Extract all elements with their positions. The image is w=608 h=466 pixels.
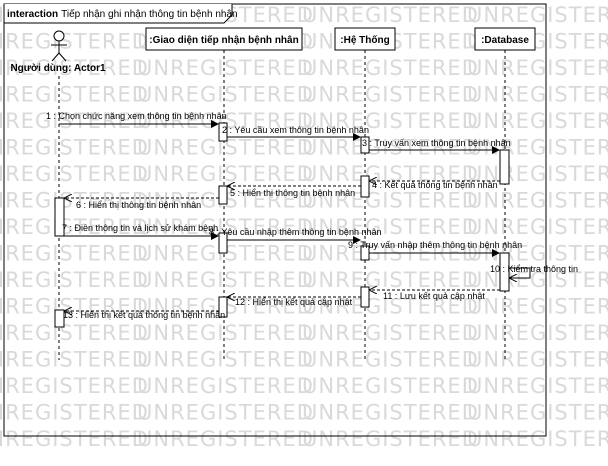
interaction-frame	[3, 3, 547, 437]
message-4-label: 4 : Kết quả thông tin bệnh nhân	[372, 180, 498, 190]
watermark-text: UNREGISTERED	[137, 348, 314, 372]
message-13-label: 13 : Hiển thị kết quả thông tin bệnh nhâ…	[63, 310, 225, 320]
activation-ui-3	[218, 232, 228, 254]
watermark-text: UNREGISTERED	[0, 109, 149, 133]
watermark-text: UNREGISTERED	[302, 215, 479, 239]
watermark-text: UNREGISTERED	[0, 56, 149, 80]
watermark-text: UNREGISTERED	[0, 162, 149, 186]
watermark-text: UNREGISTERED	[302, 427, 479, 451]
activation-sys-1	[360, 136, 370, 154]
watermark-text: UNREGISTERED	[302, 189, 479, 213]
watermark-text: UNREGISTERED	[467, 374, 608, 398]
message-5-label: 5 : Hiển thị thông tin bệnh nhân	[230, 188, 355, 198]
watermark-text: UNREGISTERED	[467, 268, 608, 292]
actor-right-leg	[58, 52, 67, 62]
watermark-text: UNREGISTERED	[137, 162, 314, 186]
actor-name: Người dùng: Actor1	[10, 63, 106, 74]
watermark-text: UNREGISTERED	[302, 162, 479, 186]
watermark-text: UNREGISTERED	[467, 215, 608, 239]
activation-sys-4	[360, 286, 370, 308]
message-1-label: 1 : Chọn chức năng xem thông tin bệnh nh…	[46, 111, 227, 121]
message-2-label: 2 : Yêu cầu xem thông tin bệnh nhân	[222, 125, 369, 135]
watermark-text: UNREGISTERED	[467, 56, 608, 80]
watermark-text: UNREGISTERED	[467, 162, 608, 186]
message-8-label: 8 : Yêu cầu nhập thêm thông tin bệnh nhâ…	[209, 227, 381, 237]
watermark-text: UNREGISTERED	[302, 268, 479, 292]
watermark-text: UNREGISTERED	[302, 83, 479, 107]
watermark-text: UNREGISTERED	[0, 348, 149, 372]
message-9-label: 9 : Truy vấn nhập thêm thông tin bệnh nh…	[348, 240, 522, 250]
message-10-arrow	[509, 267, 531, 278]
watermark-text: UNREGISTERED	[0, 83, 149, 107]
message-7-label: 7 : Điền thông tin và lịch sử khám bệnh	[62, 223, 218, 233]
watermark-text: UNREGISTERED	[0, 136, 149, 160]
watermark-text: UNREGISTERED	[467, 83, 608, 107]
activation-ui-1	[218, 122, 228, 142]
watermark-text: UNREGISTERED	[467, 348, 608, 372]
watermark-text: UNREGISTERED	[302, 295, 479, 319]
actor: Người dùng: Actor1	[10, 30, 106, 74]
watermark-text: UNREGISTERED	[467, 401, 608, 425]
watermark-text: UNREGISTERED	[0, 30, 149, 54]
watermark-text: UNREGISTERED	[0, 321, 149, 345]
activation-ui-2	[218, 185, 228, 205]
watermark-text: UNREGISTERED	[0, 189, 149, 213]
message-11-label: 11 : Lưu kết quả cập nhật	[383, 291, 485, 301]
activation-db-2	[499, 252, 510, 292]
watermark-text: UNREGISTERED	[0, 401, 149, 425]
message-12-label: 12 : Hiển thị kết quả cập nhật	[235, 297, 353, 307]
watermark-text: UNREGISTERED	[467, 136, 608, 160]
frame-keyword: interaction	[7, 9, 58, 20]
message-6-label: 6 : Hiển thị thông tin bệnh nhân	[76, 200, 201, 210]
lifeline-title-sys: :Hệ Thống	[340, 34, 389, 46]
watermark-text: UNREGISTERED	[0, 374, 149, 398]
watermark-text: UNREGISTERED	[302, 374, 479, 398]
watermark: UNREGISTEREDUNREGISTEREDUNREGISTEREDUNRE…	[0, 3, 608, 451]
actor-head	[53, 30, 65, 42]
watermark-text: UNREGISTERED	[302, 56, 479, 80]
watermark-text: UNREGISTERED	[302, 3, 479, 27]
watermark-text: UNREGISTERED	[302, 401, 479, 425]
watermark-text: UNREGISTERED	[137, 56, 314, 80]
watermark-text: UNREGISTERED	[137, 401, 314, 425]
activation-db-1	[499, 149, 510, 185]
watermark-text: UNREGISTERED	[0, 268, 149, 292]
watermark-text: UNREGISTERED	[302, 348, 479, 372]
message-3-label: 3 : Truy vấn xem thông tin bệnh nhân	[362, 138, 511, 148]
frame-tab	[3, 4, 233, 24]
watermark-text: UNREGISTERED	[0, 242, 149, 266]
watermark-text: UNREGISTERED	[467, 3, 608, 27]
watermark-text: UNREGISTERED	[0, 295, 149, 319]
watermark-text: UNREGISTERED	[137, 268, 314, 292]
watermark-text: UNREGISTERED	[0, 427, 149, 451]
watermark-text: UNREGISTERED	[467, 321, 608, 345]
lifeline-title-db: :Database	[481, 35, 529, 46]
lifeline-title-ui: :Giao diện tiếp nhận bệnh nhân	[149, 34, 298, 46]
message-10-label: 10 : Kiểm tra thông tin	[490, 264, 578, 274]
watermark-text: UNREGISTERED	[137, 83, 314, 107]
frame-name: Tiếp nhận ghi nhận thông tin bệnh nhân	[61, 8, 237, 20]
activation-actor-1	[54, 197, 65, 237]
activation-actor-2	[54, 309, 65, 328]
watermark-text: UNREGISTERED	[302, 109, 479, 133]
actor-left-leg	[51, 52, 60, 62]
watermark-text: UNREGISTERED	[137, 427, 314, 451]
watermark-text: UNREGISTERED	[467, 189, 608, 213]
watermark-text: UNREGISTERED	[137, 374, 314, 398]
watermark-text: UNREGISTERED	[467, 109, 608, 133]
activation-ui-4	[218, 296, 228, 318]
watermark-text: UNREGISTERED	[137, 321, 314, 345]
watermark-text: UNREGISTERED	[467, 295, 608, 319]
activation-sys-2	[360, 175, 370, 198]
watermark-text: UNREGISTERED	[302, 321, 479, 345]
watermark-text: UNREGISTERED	[467, 427, 608, 451]
watermark-text: UNREGISTERED	[302, 136, 479, 160]
watermark-text: UNREGISTERED	[0, 215, 149, 239]
